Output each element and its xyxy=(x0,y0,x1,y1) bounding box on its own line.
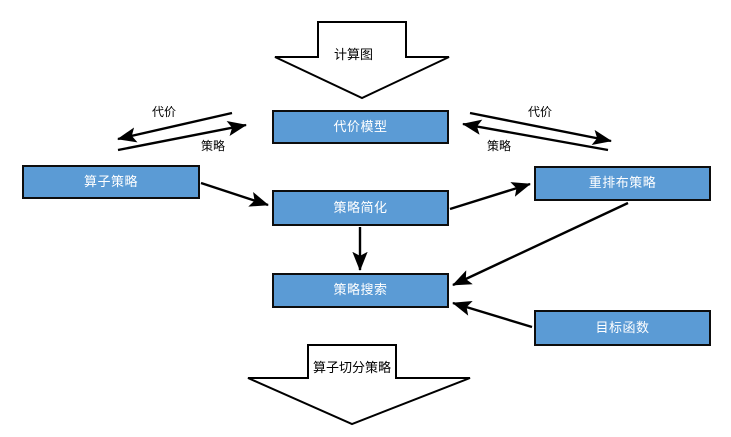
edge-operator-strategy-to-simplify xyxy=(200,181,269,207)
edge-cost-model-to-redistribution xyxy=(469,111,612,145)
edge-label-right-strategy: 策略 xyxy=(487,139,512,153)
node-operator-strategy-label: 算子策略 xyxy=(83,174,138,190)
edge-label-left-cost: 代价 xyxy=(152,105,177,119)
edge-cost-model-to-operator-strategy xyxy=(117,111,233,143)
input-banner-shape xyxy=(274,21,450,100)
edge-label-left-strategy: 策略 xyxy=(201,139,226,153)
input-banner-label: 计算图 xyxy=(334,48,374,63)
node-objective-function-label: 目标函数 xyxy=(595,320,650,336)
edge-simplify-to-redistribution xyxy=(449,182,531,211)
edge-label-right-cost: 代价 xyxy=(528,105,553,119)
node-redistribution-strategy-label: 重排布策略 xyxy=(588,176,657,191)
node-cost-model-label: 代价模型 xyxy=(333,119,388,135)
edge-redistribution-to-cost-model xyxy=(462,119,609,152)
edge-operator-strategy-to-cost-model xyxy=(117,120,247,152)
node-strategy-search[interactable]: 策略搜索 xyxy=(272,273,449,308)
edge-redistribution-to-search xyxy=(452,201,629,287)
output-banner-label: 算子切分策略 xyxy=(313,361,392,376)
node-operator-strategy[interactable]: 算子策略 xyxy=(22,165,200,199)
node-strategy-search-label: 策略搜索 xyxy=(333,283,388,298)
node-strategy-simplify[interactable]: 策略简化 xyxy=(272,190,449,226)
edge-objective-to-search xyxy=(452,300,533,329)
node-redistribution-strategy[interactable]: 重排布策略 xyxy=(534,166,711,201)
node-cost-model[interactable]: 代价模型 xyxy=(272,110,449,144)
output-banner-shape xyxy=(247,344,471,426)
node-objective-function[interactable]: 目标函数 xyxy=(534,310,711,346)
node-strategy-simplify-label: 策略简化 xyxy=(333,200,388,216)
